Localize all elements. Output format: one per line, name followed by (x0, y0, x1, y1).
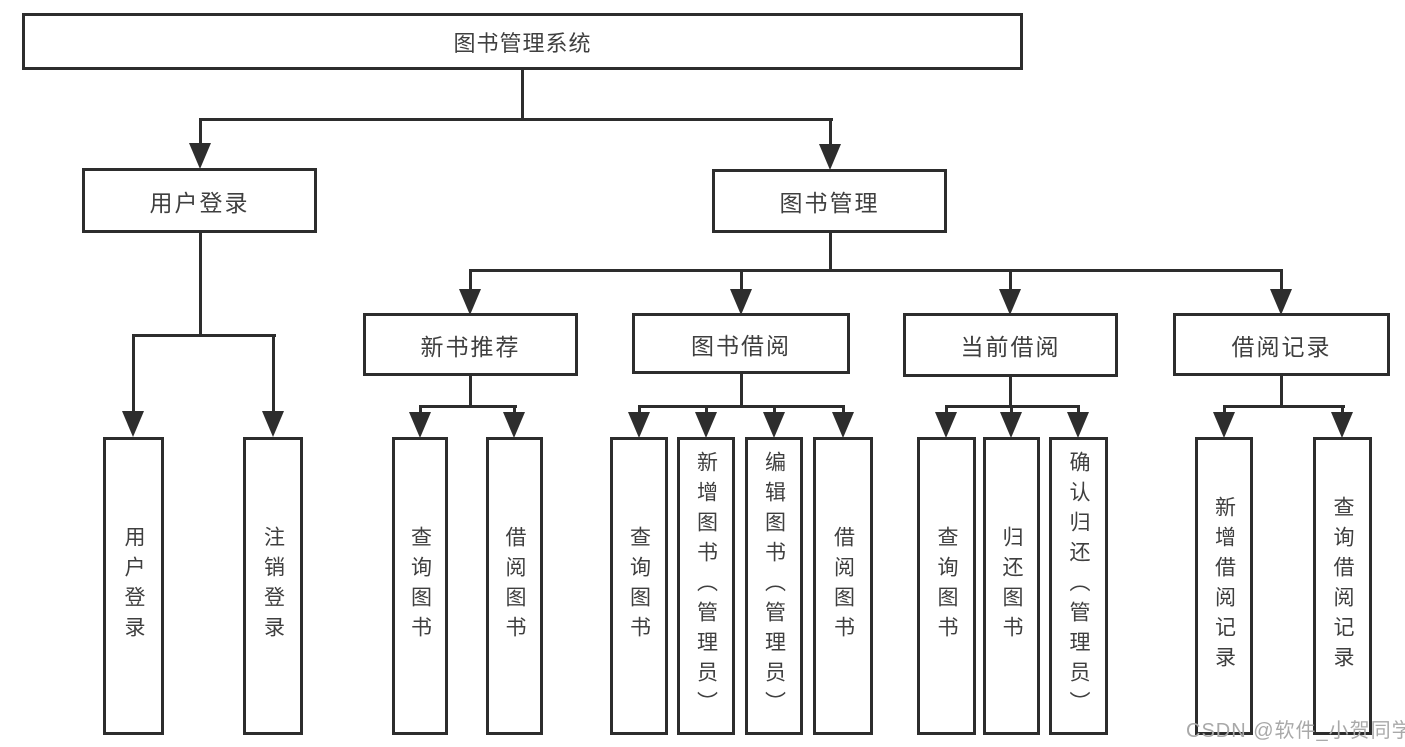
arrowhead-icon (262, 411, 284, 437)
leaf-label: 查询图书 (627, 526, 651, 646)
node-current-borrow: 当前借阅 (903, 313, 1118, 377)
connector-line (199, 118, 202, 146)
connector-line (740, 372, 743, 408)
leaf-label: 编辑图书（管理员） (762, 451, 786, 721)
leaf-label: 查询图书 (408, 526, 432, 646)
connector-line (842, 405, 845, 415)
arrowhead-icon (819, 144, 841, 170)
leaf-confirm-return-admin: 确认归还（管理员） (1049, 437, 1108, 735)
connector-line (1280, 374, 1283, 408)
leaf-label: 新增图书（管理员） (694, 451, 718, 721)
connector-line (513, 405, 516, 415)
arrowhead-icon (122, 411, 144, 437)
arrowhead-icon (409, 412, 431, 438)
connector-line (705, 405, 708, 415)
arrowhead-icon (763, 412, 785, 438)
node-user-login: 用户登录 (82, 168, 317, 233)
leaf-add-borrow-record: 新增借阅记录 (1195, 437, 1253, 735)
node-book-management: 图书管理 (712, 169, 947, 233)
leaf-borrow-books: 借阅图书 (813, 437, 873, 735)
connector-line (199, 118, 833, 121)
arrowhead-icon (832, 412, 854, 438)
node-new-book-recommend: 新书推荐 (363, 313, 578, 376)
connector-line (1223, 405, 1345, 408)
connector-line (945, 405, 948, 415)
leaf-label: 借阅图书 (831, 526, 855, 646)
connector-line (1341, 405, 1344, 415)
leaf-query-books-recommend: 查询图书 (392, 437, 448, 735)
leaf-borrow-books-recommend: 借阅图书 (486, 437, 543, 735)
leaf-label: 查询图书 (935, 526, 958, 646)
arrowhead-icon (730, 289, 752, 315)
csdn-watermark: CSDN @软件_小贺同学 (1186, 720, 1405, 742)
leaf-query-books-current: 查询图书 (917, 437, 976, 735)
leaf-label: 查询借阅记录 (1331, 496, 1354, 676)
connector-line (1009, 269, 1012, 293)
leaf-query-borrow-record: 查询借阅记录 (1313, 437, 1372, 735)
arrowhead-icon (695, 412, 717, 438)
node-borrow-records: 借阅记录 (1173, 313, 1390, 376)
connector-line (419, 405, 422, 415)
connector-line (469, 374, 472, 408)
connector-line (1223, 405, 1226, 415)
node-library-management-system: 图书管理系统 (22, 13, 1023, 70)
arrowhead-icon (1067, 412, 1089, 438)
arrowhead-icon (1213, 412, 1235, 438)
connector-line (1010, 405, 1013, 415)
connector-line (1077, 405, 1080, 415)
connector-line (272, 334, 275, 414)
leaf-label: 注销登录 (261, 526, 285, 646)
connector-line (469, 269, 1283, 272)
connector-line (132, 334, 276, 337)
leaf-query-books-borrow: 查询图书 (610, 437, 668, 735)
leaf-user-login: 用户登录 (103, 437, 164, 735)
connector-line (740, 269, 743, 293)
leaf-label: 借阅图书 (503, 526, 526, 646)
arrowhead-icon (189, 143, 211, 169)
leaf-label: 用户登录 (122, 526, 145, 646)
leaf-label: 新增借阅记录 (1212, 496, 1236, 676)
connector-line (1009, 374, 1012, 408)
leaf-edit-books-admin: 编辑图书（管理员） (745, 437, 803, 735)
arrowhead-icon (999, 289, 1021, 315)
connector-line (521, 69, 524, 121)
connector-line (419, 405, 517, 408)
leaf-logout: 注销登录 (243, 437, 303, 735)
connector-line (773, 405, 776, 415)
connector-line (829, 118, 832, 146)
connector-line (469, 269, 472, 293)
arrowhead-icon (1331, 412, 1353, 438)
leaf-add-books-admin: 新增图书（管理员） (677, 437, 735, 735)
connector-line (132, 334, 135, 414)
leaf-return-books: 归还图书 (983, 437, 1040, 735)
arrowhead-icon (1270, 289, 1292, 315)
connector-line (638, 405, 845, 408)
arrowhead-icon (1000, 412, 1022, 438)
arrowhead-icon (935, 412, 957, 438)
connector-line (638, 405, 641, 415)
leaf-label: 确认归还（管理员） (1067, 451, 1090, 721)
arrowhead-icon (459, 289, 481, 315)
leaf-label: 归还图书 (1000, 526, 1023, 646)
connector-line (829, 231, 832, 272)
connector-line (199, 231, 202, 336)
arrowhead-icon (503, 412, 525, 438)
connector-line (1280, 269, 1283, 293)
node-book-borrow: 图书借阅 (632, 313, 850, 374)
arrowhead-icon (628, 412, 650, 438)
